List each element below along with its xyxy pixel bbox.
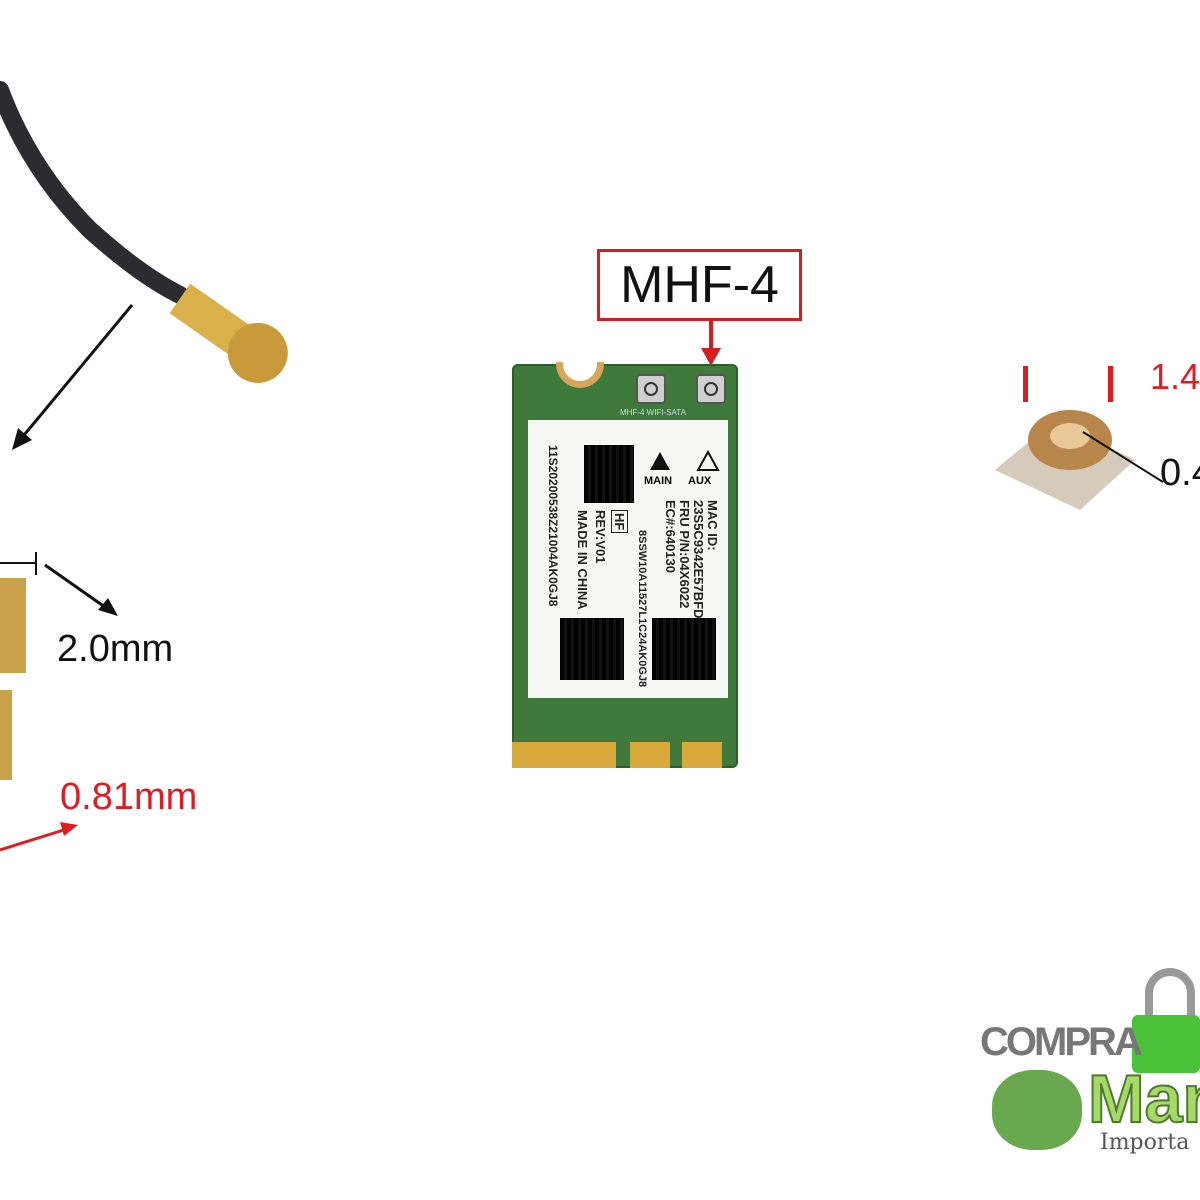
fru-number: FRU P/N:04X6022 [677,500,692,609]
aux-label: AUX [688,475,712,487]
qr-code [584,445,634,503]
down-arrow-icon [701,320,721,366]
revision: REV:V01 [593,510,608,564]
qr-code [560,618,624,680]
pcb-marking: MHF-4 WIFI-SATA [620,408,686,417]
sn-number: 8SSW10A11527L1C24AK0GJ8 [636,530,648,688]
card-label: MAIN AUX MAC ID: 23S5C9342E57BFD FRU P/N… [528,420,728,698]
main-antenna-connector [636,374,666,404]
compra-logo: COMPRA Man Importa [980,960,1200,1160]
screw-notch [556,362,604,388]
lock-shackle [1145,968,1195,1028]
aux-antenna-connector [696,374,726,404]
mac-id-label: MAC ID: [705,500,720,551]
receptacle-photo [995,366,1164,510]
logo-line1: COMPRA [980,1020,1143,1064]
width-label-right: 1.4 [1150,356,1200,397]
edge-contacts [512,742,616,768]
edge-contacts [682,742,722,768]
qr-code [652,618,716,680]
edge-contacts [630,742,670,768]
pin-label: 0.4 [1160,452,1200,494]
logo-line3: Importa [1100,1130,1190,1155]
cable-diameter-label: 0.81mm [60,776,198,818]
connector-type-label: MHF-4 [597,249,802,321]
ec-number: EC#:640130 [663,500,678,573]
antenna-cable-photo [0,81,288,852]
width-label-left: 2.0mm [57,628,174,670]
mac-value: 23S5C9342E57BFD [691,500,706,619]
antenna-triangle-icons [650,450,720,471]
logo-mascot [992,1070,1082,1150]
logo-line2: Man [1087,1060,1200,1138]
hf-mark: HF [611,510,628,534]
serial-number: 11S20200538Z21004AK0GJ8 [546,445,560,607]
lock-icon [1132,1015,1200,1073]
made-in: MADE IN CHINA [575,510,590,610]
main-label: MAIN [644,475,673,487]
